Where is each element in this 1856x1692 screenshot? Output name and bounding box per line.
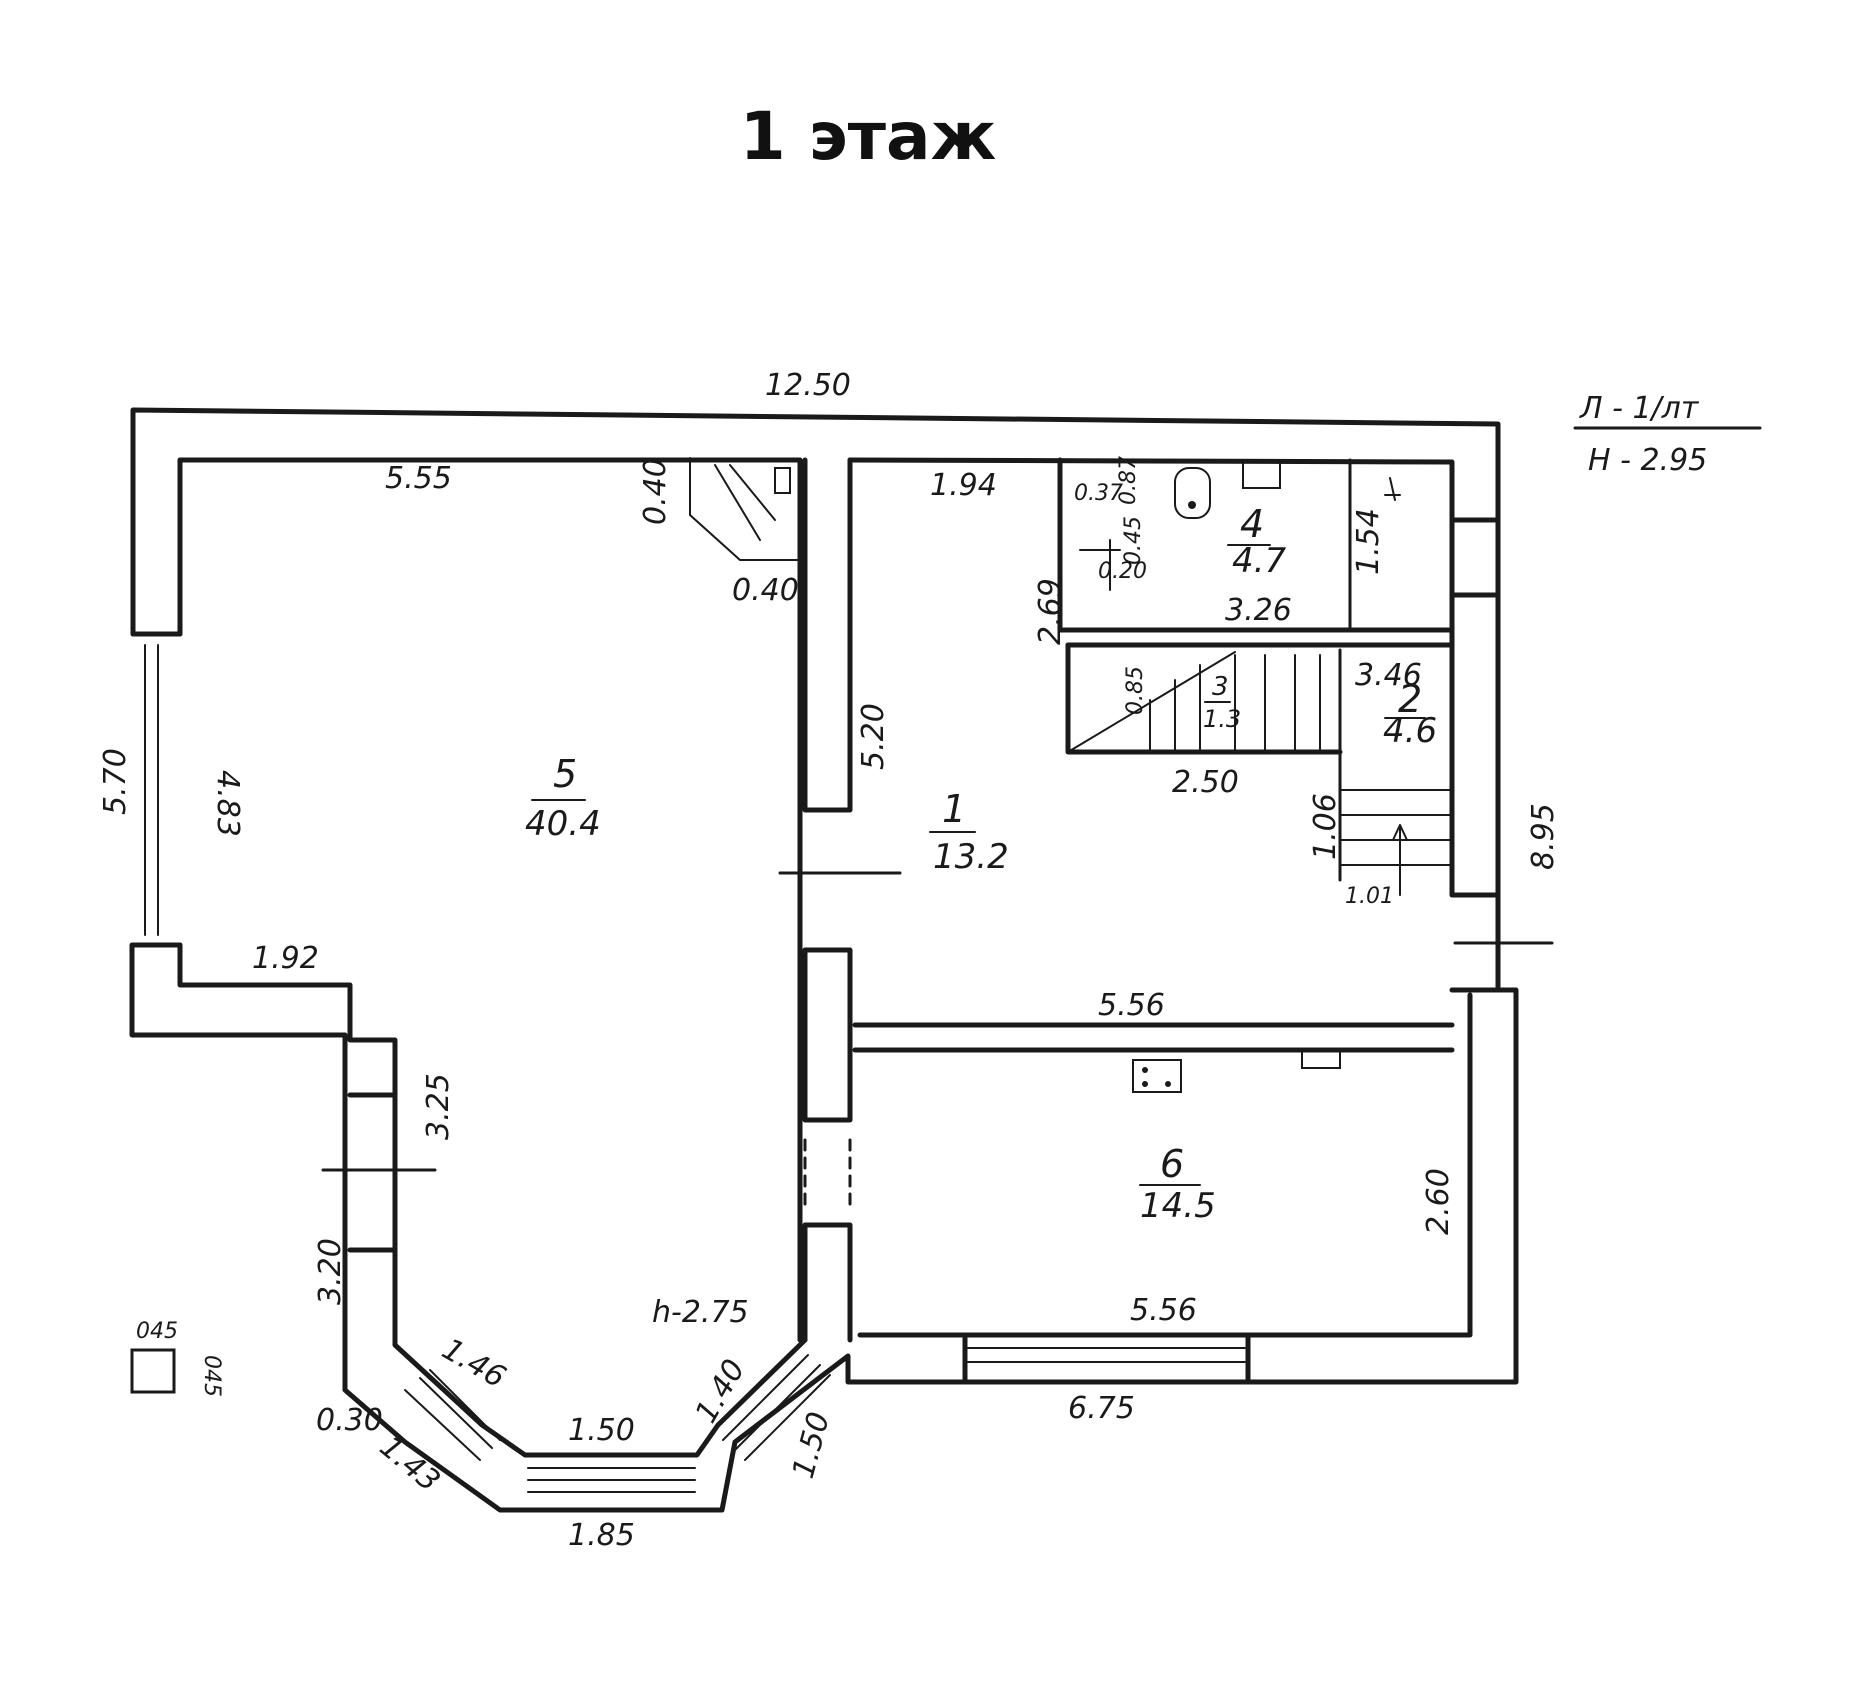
dim-bay-seg-left: 1.46 — [436, 1332, 511, 1396]
room-3-number: 3 — [1212, 672, 1229, 702]
room-5-area: 40.4 — [525, 804, 601, 844]
room-2-number: 2 — [1398, 677, 1422, 721]
drawing-ref-note: Л - 1/лт — [1579, 391, 1700, 426]
dim-room5-left: 4.83 — [210, 770, 245, 837]
small-window-right-top — [1449, 517, 1501, 598]
room-2-area: 4.6 — [1383, 711, 1437, 751]
inner-wall-outline — [177, 457, 808, 1458]
dim-bay-seg-right: 1.40 — [689, 1354, 753, 1429]
page-title: 1 этаж — [739, 98, 997, 175]
room-labels: 5 40.4 1 13.2 2 4.6 3 1.3 4 4.7 6 14.5 — [525, 502, 1437, 1226]
room-6-number: 6 — [1160, 1142, 1184, 1186]
dim-wc-c: 0.45 — [1121, 516, 1146, 565]
dim-room6-outer: 6.75 — [1068, 1391, 1135, 1426]
dim-room6-height: 2.60 — [1421, 1168, 1456, 1235]
toilet-fixture — [1079, 461, 1401, 591]
dim-room6-top: 5.56 — [1130, 1293, 1197, 1328]
dim-stair-length: 2.50 — [1172, 765, 1239, 800]
room-4-number: 4 — [1240, 502, 1264, 546]
dim-bay-seg-right-outer: 1.50 — [786, 1408, 837, 1482]
interior-partitions — [852, 457, 1455, 1053]
room-1-number: 1 — [942, 787, 966, 831]
dim-wc-width: 3.26 — [1225, 593, 1292, 628]
dim-stair-depth: 0.85 — [1123, 666, 1148, 715]
dim-room2-width: 3.46 — [1355, 658, 1422, 693]
dim-room1-height: 5.20 — [856, 703, 891, 770]
dim-landing-height: 1.06 — [1308, 793, 1343, 860]
chimney-stair — [689, 457, 801, 561]
dim-wc-a: 0.37 — [1074, 481, 1123, 506]
dim-room5-mid: 3.25 — [421, 1073, 456, 1140]
dim-overall-depth: 8.95 — [1526, 803, 1561, 870]
dim-room1-bottom: 5.56 — [1098, 988, 1165, 1023]
room-1-area: 13.2 — [933, 837, 1009, 877]
dim-room5-top: 5.55 — [385, 461, 452, 496]
room-5-number: 5 — [553, 752, 577, 796]
room-6-area: 14.5 — [1140, 1186, 1216, 1226]
column-legend — [130, 1348, 176, 1394]
dimension-labels: 12.50 5.55 5.70 4.83 1.92 3.25 3.20 1.46… — [98, 368, 1561, 1553]
partition-wall — [778, 457, 902, 1343]
dim-room5-bay-side: 3.20 — [313, 1238, 348, 1305]
window-right — [1449, 892, 1554, 993]
dim-left-outer: 5.70 — [98, 748, 133, 815]
dim-wc-b: 0.87 — [1116, 456, 1141, 505]
room-3-area: 1.3 — [1203, 705, 1241, 733]
height-note: H - 2.95 — [1588, 443, 1707, 478]
dim-room5-step: 1.92 — [252, 941, 319, 976]
outer-wall-outline — [129, 407, 1519, 1513]
dim-bay-small: 0.30 — [316, 1403, 383, 1438]
notes: Л - 1/лт H - 2.95 h-2.75 — [652, 391, 1762, 1330]
dim-chimney-a: 0.40 — [638, 458, 673, 525]
window-bottom — [962, 1332, 1251, 1385]
dim-landing-width: 1.01 — [1345, 884, 1394, 909]
dim-wc-side: 2.69 — [1033, 578, 1068, 645]
dim-chimney-b: 0.40 — [732, 573, 799, 608]
bay-windows — [404, 1354, 831, 1493]
room-4-area: 4.7 — [1232, 541, 1286, 581]
dim-overall-width: 12.50 — [765, 368, 851, 403]
stove-fixture — [1132, 1049, 1341, 1093]
dim-bay-seg-left-outer: 1.43 — [373, 1429, 447, 1499]
room5-height-note: h-2.75 — [652, 1295, 749, 1330]
inner-wall-right-top — [847, 457, 1455, 593]
dim-room1-width-top: 1.94 — [930, 468, 997, 503]
dim-column-b: 045 — [199, 1355, 224, 1397]
dim-wc-height: 1.54 — [1351, 508, 1386, 575]
outer-walls — [129, 407, 1519, 1513]
dim-column-a: 045 — [136, 1319, 178, 1344]
inner-wall-right-bottom — [857, 992, 1473, 1338]
dim-bay-inner-center: 1.50 — [568, 1413, 635, 1448]
window-room5-side — [321, 1092, 437, 1253]
staircase — [1067, 651, 1453, 896]
dim-bay-outer-center: 1.85 — [568, 1518, 635, 1553]
window-left — [130, 631, 183, 948]
dim-wc-d: 0.20 — [1098, 559, 1147, 584]
